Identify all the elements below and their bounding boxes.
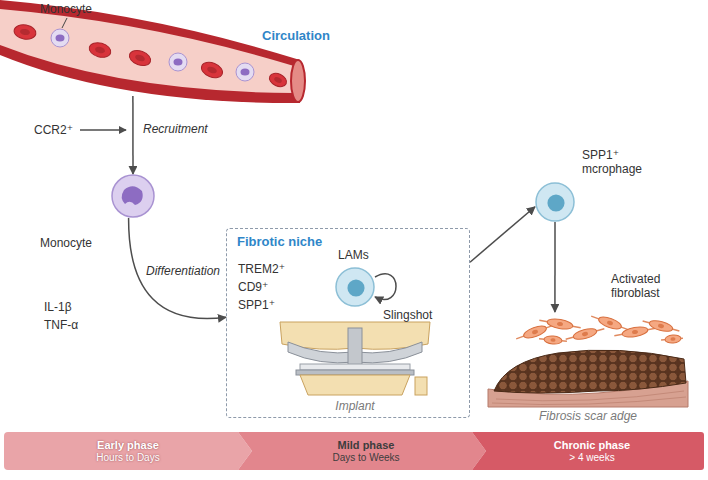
node-label: Monocyte xyxy=(40,236,92,250)
annotation-label: SPP1⁺ xyxy=(238,298,275,312)
fibroblast-node: Activated fibroblast xyxy=(515,312,685,345)
chevron-outline xyxy=(4,432,252,470)
phase-duration: Hours to Days xyxy=(96,452,159,464)
phase-duration: Days to Weeks xyxy=(324,452,399,464)
cell-outline xyxy=(335,267,375,307)
node-label: SPP1⁺ mcrophage xyxy=(582,148,648,177)
annotation-label: CCR2⁺ xyxy=(34,123,73,137)
phase-title: Chronic phase xyxy=(546,439,630,452)
edge-label: Recruitment xyxy=(143,122,208,136)
annotation-label: TREM2⁺ xyxy=(238,262,285,276)
scar-tissue xyxy=(488,350,688,407)
phase-duration: > 4 weeks xyxy=(561,452,614,464)
cell-nucleus xyxy=(122,186,143,205)
annotation-label: CD9⁺ xyxy=(238,280,268,294)
red-blood-cells xyxy=(13,23,289,89)
knee-implant xyxy=(280,322,430,395)
niche-box: Fibrotic nicheLAMsImplant xyxy=(226,228,470,418)
node-label: Fibrosis scar adge xyxy=(488,409,688,423)
cell-nucleus xyxy=(347,279,364,296)
chevron-outline xyxy=(472,432,704,470)
leader-line xyxy=(62,18,67,28)
lam-cell: LAMs xyxy=(335,267,375,307)
chevron-shape xyxy=(4,432,252,470)
flow-arrow xyxy=(554,222,556,312)
chevron-shape xyxy=(238,432,486,470)
pointer-arrow xyxy=(80,129,126,131)
flow-arrow xyxy=(470,207,535,262)
node-label: Implant xyxy=(270,399,440,413)
node-label: Fibrotic niche xyxy=(237,234,322,250)
chevron-outline xyxy=(238,432,486,470)
phase-title: Early phase xyxy=(97,439,159,452)
flow-arrow xyxy=(375,274,396,300)
annotation-label: IL-1β xyxy=(44,300,72,314)
flow-arrow xyxy=(129,218,226,319)
chevron-shape xyxy=(472,432,704,470)
node-label: Circulation xyxy=(262,28,330,44)
cell-membrane xyxy=(536,183,574,221)
scar-node: Fibrosis scar adge xyxy=(488,345,688,407)
phase-band: Mild phaseDays to Weeks xyxy=(238,432,486,470)
blood-vessel xyxy=(0,0,305,103)
node-label: LAMs xyxy=(338,248,369,262)
fibroblast-cells xyxy=(515,312,684,345)
phase-band: Early phaseHours to Days xyxy=(4,432,252,470)
phase-band: Chronic phase> 4 weeks xyxy=(472,432,704,470)
cell-membrane xyxy=(336,268,374,306)
vessel-monocytes xyxy=(51,29,254,81)
edge-label: Differentiation xyxy=(146,264,220,278)
annotation-label: TNF-α xyxy=(44,318,78,332)
edge-label: Slingshot xyxy=(383,308,432,322)
phase-title: Mild phase xyxy=(330,439,395,452)
implant-node: Implant xyxy=(270,322,440,396)
macrophage-cell: SPP1⁺ mcrophage xyxy=(535,182,575,222)
node-label: Activated fibroblast xyxy=(611,272,677,301)
monocyte-cell: Monocyte xyxy=(111,174,155,218)
flow-arrow xyxy=(132,96,134,174)
cell-nucleus xyxy=(547,194,564,211)
annotation-label: Monocyte xyxy=(40,2,92,16)
cell-outline xyxy=(111,174,155,218)
cell-outline xyxy=(535,182,575,222)
cell-membrane xyxy=(112,175,154,217)
